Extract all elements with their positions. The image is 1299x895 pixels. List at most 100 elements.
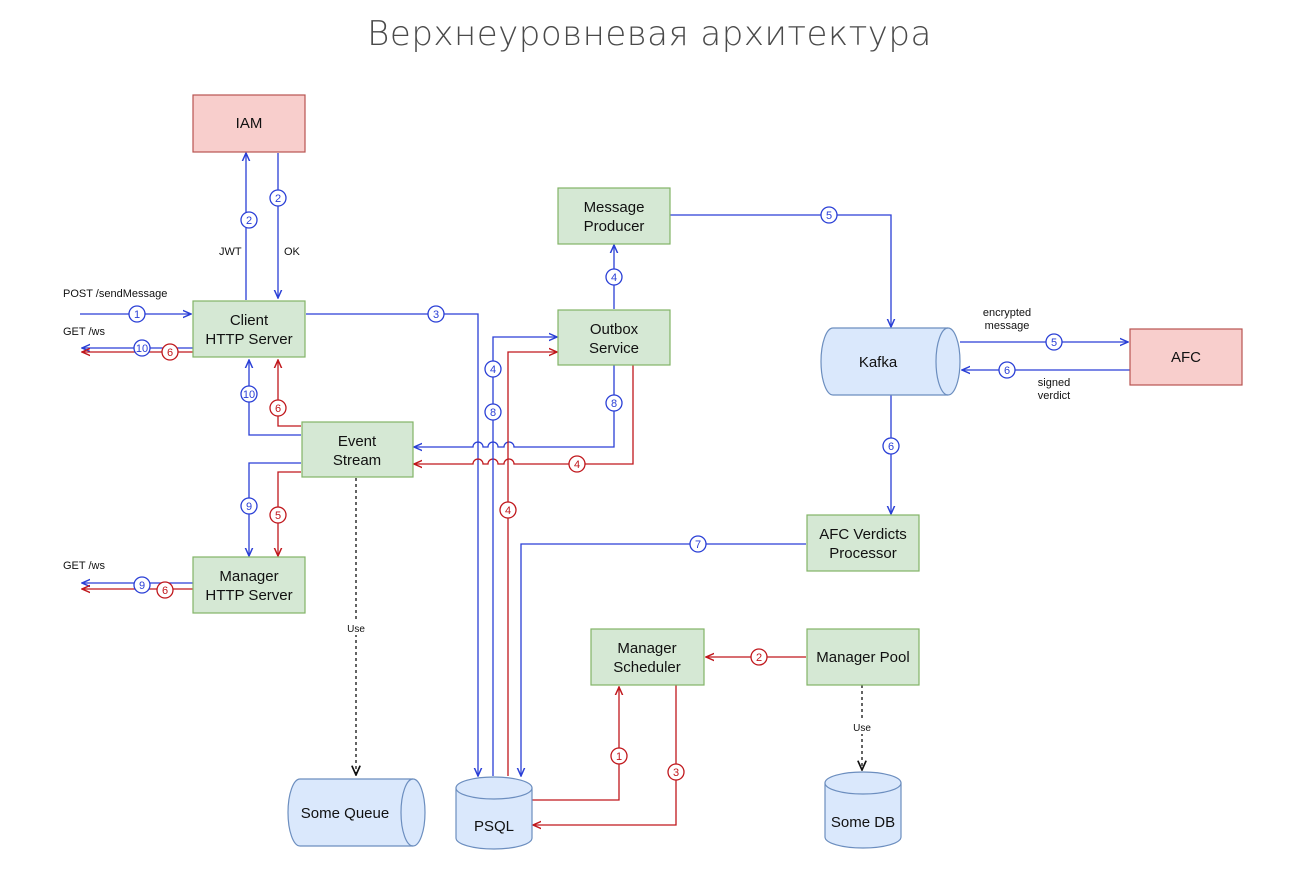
psql-node: PSQL bbox=[455, 776, 533, 850]
step-badge-blue: 7 bbox=[689, 535, 707, 553]
client-http-label-1: Client bbox=[230, 312, 269, 329]
step-badge-number: 9 bbox=[139, 580, 145, 592]
message-producer-node: Message Producer bbox=[557, 187, 671, 245]
edge-scheduler-to-psql bbox=[533, 685, 677, 825]
step-badge-number: 6 bbox=[1004, 365, 1010, 377]
event-stream-node: Event Stream bbox=[301, 421, 414, 478]
step-badge-blue: 2 bbox=[240, 211, 258, 229]
encrypted-label-1: encrypted bbox=[983, 307, 1031, 319]
step-badge-number: 4 bbox=[505, 505, 511, 517]
step-badges: 1 10 6 2 2 3 10 6 9 5 9 6 4 8 4 4 8 4 5 5 6 6 7 2 1 3 bbox=[128, 189, 1063, 781]
step-badge-number: 4 bbox=[490, 364, 496, 376]
step-badge-number: 3 bbox=[433, 309, 439, 321]
step-badge-red: 6 bbox=[161, 343, 179, 361]
edge-outbox-to-stream-red bbox=[414, 365, 634, 464]
some-queue-node: Some Queue bbox=[287, 778, 426, 847]
step-badge-red: 4 bbox=[568, 455, 586, 473]
step-badge-number: 10 bbox=[243, 389, 255, 401]
step-badge-number: 5 bbox=[275, 510, 281, 522]
step-badge-number: 4 bbox=[574, 459, 580, 471]
scheduler-label-1: Manager bbox=[617, 640, 676, 657]
edge-stream-to-client-blue bbox=[249, 360, 301, 436]
step-badge-blue: 9 bbox=[240, 497, 258, 515]
outbox-service-node: Outbox Service bbox=[557, 309, 671, 366]
afc-node: AFC bbox=[1129, 328, 1243, 386]
step-badge-blue: 5 bbox=[820, 206, 838, 224]
step-badge-blue: 9 bbox=[133, 576, 151, 594]
manager-http-server-node: Manager HTTP Server bbox=[192, 556, 306, 614]
step-badge-number: 10 bbox=[136, 343, 148, 355]
afc-label: AFC bbox=[1171, 349, 1201, 366]
step-badge-red: 4 bbox=[499, 501, 517, 519]
verdicts-label-2: Processor bbox=[829, 545, 897, 562]
some-db-label: Some DB bbox=[831, 814, 895, 831]
edge-stream-to-manager-red bbox=[278, 471, 301, 556]
step-badge-blue: 6 bbox=[998, 361, 1016, 379]
get-ws-manager-label: GET /ws bbox=[63, 560, 105, 572]
step-badge-number: 4 bbox=[611, 272, 617, 284]
outbox-label-2: Service bbox=[589, 340, 639, 357]
step-badge-red: 3 bbox=[667, 763, 685, 781]
step-badge-number: 5 bbox=[1051, 337, 1057, 349]
kafka-label: Kafka bbox=[859, 354, 898, 371]
psql-label: PSQL bbox=[474, 818, 514, 835]
edge-outbox-to-stream-blue bbox=[414, 365, 615, 447]
step-badge-red: 6 bbox=[269, 399, 287, 417]
step-badge-number: 1 bbox=[616, 751, 622, 763]
step-badge-blue: 1 bbox=[128, 305, 146, 323]
event-stream-label-1: Event bbox=[338, 433, 377, 450]
step-badge-blue: 6 bbox=[882, 437, 900, 455]
edge-producer-to-kafka bbox=[670, 214, 891, 327]
event-stream-label-2: Stream bbox=[333, 452, 381, 469]
page-title: Верхнеуровневая архитектура bbox=[367, 14, 932, 54]
step-badge-number: 6 bbox=[162, 585, 168, 597]
signed-label-2: verdict bbox=[1038, 390, 1070, 402]
step-badge-blue: 10 bbox=[133, 339, 151, 357]
step-badge-number: 8 bbox=[611, 398, 617, 410]
step-badge-number: 2 bbox=[246, 215, 252, 227]
step-badge-number: 2 bbox=[275, 193, 281, 205]
manager-pool-label: Manager Pool bbox=[816, 649, 909, 666]
edge-psql-to-scheduler bbox=[531, 687, 619, 801]
manager-scheduler-node: Manager Scheduler bbox=[590, 628, 705, 686]
producer-label-1: Message bbox=[584, 199, 645, 216]
step-badge-blue: 5 bbox=[1045, 333, 1063, 351]
edge-client-to-psql bbox=[306, 313, 478, 776]
step-badge-number: 3 bbox=[673, 767, 679, 779]
step-badge-number: 1 bbox=[134, 309, 140, 321]
step-badge-red: 2 bbox=[750, 648, 768, 666]
use-queue-label: Use bbox=[347, 624, 365, 635]
use-db-label: Use bbox=[853, 723, 871, 734]
step-badge-blue: 2 bbox=[269, 189, 287, 207]
some-db-node: Some DB bbox=[824, 771, 902, 849]
producer-label-2: Producer bbox=[584, 218, 645, 235]
manager-http-label-2: HTTP Server bbox=[205, 587, 292, 604]
step-badge-red: 6 bbox=[156, 581, 174, 599]
some-queue-label: Some Queue bbox=[301, 805, 389, 822]
encrypted-label-2: message bbox=[985, 320, 1030, 332]
manager-pool-node: Manager Pool bbox=[806, 628, 920, 686]
jwt-label: JWT bbox=[219, 246, 242, 258]
step-badge-blue: 8 bbox=[484, 403, 502, 421]
step-badge-number: 9 bbox=[246, 501, 252, 513]
manager-http-label-1: Manager bbox=[219, 568, 278, 585]
step-badge-blue: 4 bbox=[605, 268, 623, 286]
afc-verdicts-processor-node: AFC Verdicts Processor bbox=[806, 514, 920, 572]
verdicts-label-1: AFC Verdicts bbox=[819, 526, 907, 543]
post-send-label: POST /sendMessage bbox=[63, 288, 167, 300]
signed-label-1: signed bbox=[1038, 377, 1070, 389]
iam-label: IAM bbox=[236, 115, 263, 132]
scheduler-label-2: Scheduler bbox=[613, 659, 681, 676]
edge-psql-to-outbox-blue bbox=[492, 337, 557, 776]
step-badge-blue: 3 bbox=[427, 305, 445, 323]
get-ws-client-label: GET /ws bbox=[63, 326, 105, 338]
client-http-label-2: HTTP Server bbox=[205, 331, 292, 348]
iam-node: IAM bbox=[192, 94, 306, 153]
step-badge-number: 6 bbox=[167, 347, 173, 359]
step-badge-red: 5 bbox=[269, 506, 287, 524]
step-badge-number: 6 bbox=[888, 441, 894, 453]
outbox-label-1: Outbox bbox=[590, 321, 639, 338]
edge-stream-to-manager-blue bbox=[249, 462, 301, 556]
step-badge-number: 8 bbox=[490, 407, 496, 419]
